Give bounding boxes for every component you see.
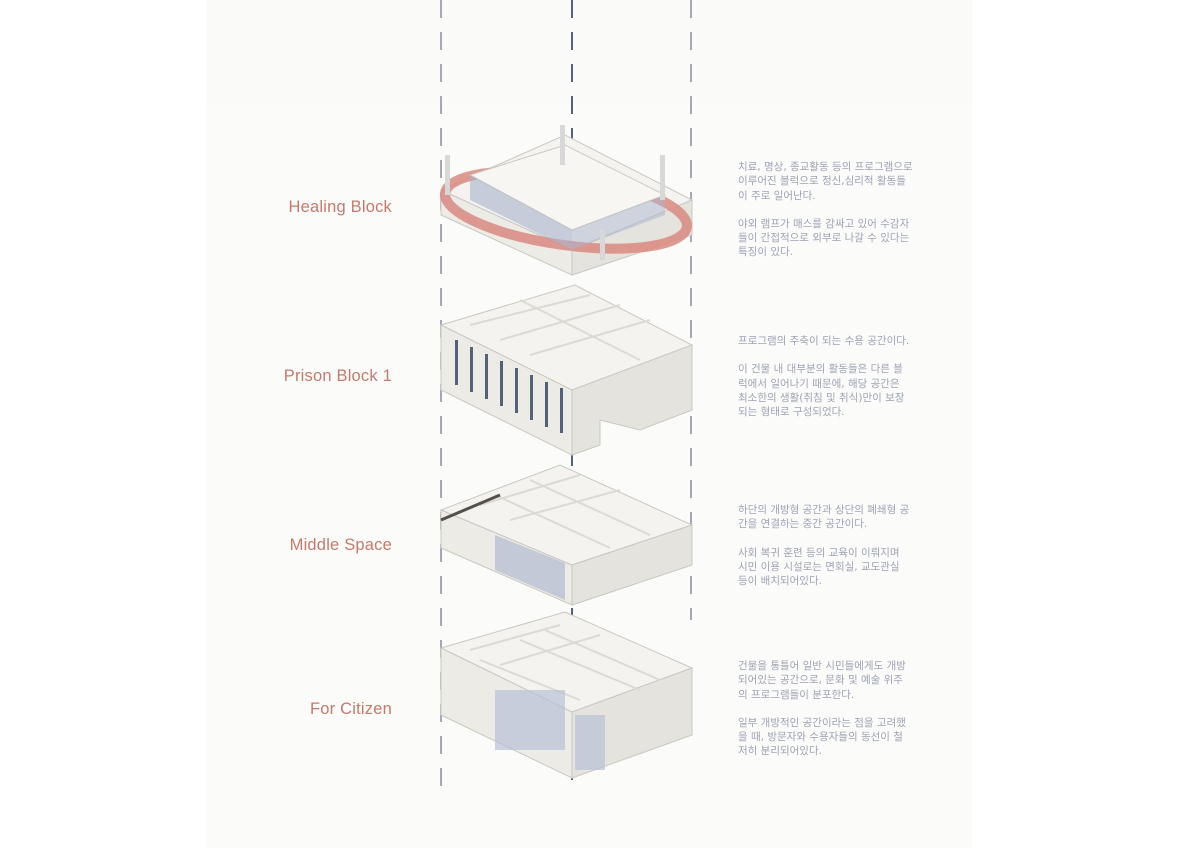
text-line: 들이 간접적으로 외부로 나갈 수 있다는 (738, 232, 910, 245)
block-healing (439, 125, 694, 276)
text-line: 간을 연결하는 중간 공간이다. (738, 518, 868, 531)
text-line: 하단의 개방형 공간과 상단의 폐쇄형 공 (738, 504, 910, 516)
label-prison-block-1: Prison Block 1 (283, 367, 392, 385)
text-line: 을 때, 방문자와 수용자들의 동선이 철 (738, 731, 903, 744)
block-middle-space (439, 464, 694, 606)
text-line: 사회 복귀 훈련 등의 교육이 이뤄지며 (738, 546, 900, 559)
text-line: 저히 분리되어있다. (738, 745, 822, 758)
text-line: 등이 배치되어있다. (738, 575, 822, 588)
text-line: 이 건물 내 대부분의 활동들은 다른 블 (738, 363, 903, 376)
block-for-citizen (439, 611, 694, 779)
text-line: 치료, 명상, 종교활동 등의 프로그램으로 (738, 161, 913, 173)
label-healing-block: Healing Block (288, 198, 392, 216)
description-prison-block-1: 프로그램의 주축이 되는 수용 공간이다. 이 건물 내 대부분의 활동들은 다… (738, 334, 933, 433)
text-line: 특징이 있다. (738, 246, 793, 259)
text-line: 건물을 통틀어 일반 시민들에게도 개방 (738, 660, 906, 672)
text-line: 일부 개방적인 공간이라는 점을 고려했 (738, 716, 906, 729)
block-prison-1 (439, 284, 694, 456)
text-line: 되어있는 공간으로, 문화 및 예술 위주 (738, 674, 903, 687)
text-line: 최소한의 생활(취침 및 취식)만이 보장 (738, 391, 905, 404)
text-line: 의 프로그램들이 분포한다. (738, 688, 855, 701)
text-line: 이루어진 블럭으로 정신,심리적 활동들 (738, 175, 906, 188)
label-middle-space: Middle Space (289, 536, 392, 554)
text-line: 시민 이용 시설로는 면회실, 교도관실 (738, 560, 900, 573)
text-line: 이 주로 일어난다. (738, 189, 816, 202)
text-line: 프로그램의 주축이 되는 수용 공간이다. (738, 335, 910, 347)
text-line: 야외 램프가 매스를 감싸고 있어 수감자 (738, 217, 910, 230)
diagram-panel-top (206, 0, 972, 103)
text-line: 되는 형태로 구성되었다. (738, 406, 845, 419)
label-for-citizen: For Citizen (310, 700, 392, 718)
text-line: 럭에서 일어나기 때문에, 해당 공간은 (738, 377, 900, 390)
